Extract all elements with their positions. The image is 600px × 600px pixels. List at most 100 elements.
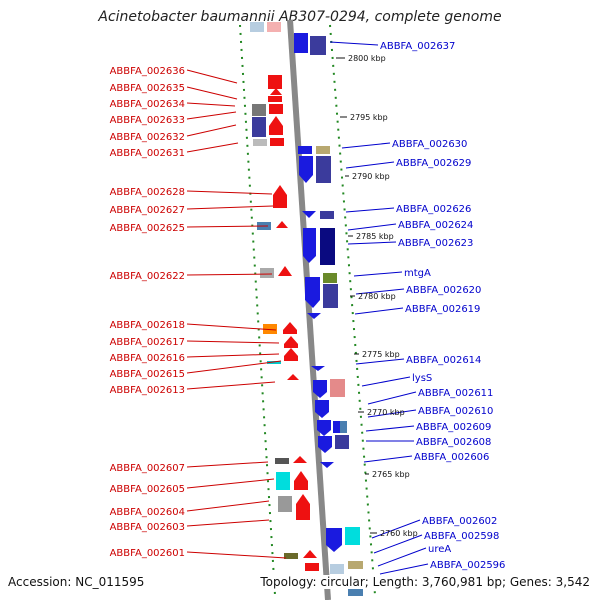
gene-block[interactable] — [268, 75, 282, 89]
gene-label-left[interactable]: ABBFA_002615 — [110, 369, 185, 380]
gene-block[interactable] — [298, 146, 312, 154]
gene-block[interactable] — [323, 273, 337, 283]
gene-block[interactable] — [268, 96, 282, 102]
gene-label-left[interactable]: ABBFA_002613 — [110, 385, 185, 396]
gene-label-left[interactable]: ABBFA_002636 — [110, 66, 185, 77]
gene-arrow[interactable] — [299, 156, 313, 183]
gene-arrow[interactable] — [276, 221, 288, 228]
gene-block[interactable] — [323, 284, 338, 308]
gene-label-right[interactable]: ABBFA_002596 — [430, 560, 505, 571]
gene-block[interactable] — [320, 228, 335, 265]
gene-label-right[interactable]: ABBFA_002614 — [406, 355, 481, 366]
gene-block[interactable] — [294, 33, 308, 53]
gene-block[interactable] — [276, 472, 290, 490]
gene-label-left[interactable]: ABBFA_002628 — [110, 187, 185, 198]
gene-label-right[interactable]: ABBFA_002606 — [414, 452, 489, 463]
gene-block[interactable] — [320, 211, 334, 219]
gene-block[interactable] — [269, 104, 283, 114]
gene-label-left[interactable]: ABBFA_002632 — [110, 132, 185, 143]
gene-arrow[interactable] — [270, 88, 282, 95]
gene-block[interactable] — [252, 104, 266, 116]
gene-arrow[interactable] — [287, 374, 299, 380]
gene-block[interactable] — [330, 564, 344, 574]
gene-block[interactable] — [335, 435, 349, 449]
gene-label-left[interactable]: ABBFA_002605 — [110, 484, 185, 495]
gene-block[interactable] — [250, 22, 264, 32]
gene-arrow[interactable] — [283, 322, 297, 334]
gene-arrow[interactable] — [320, 462, 334, 468]
gene-label-right[interactable]: ABBFA_002598 — [424, 531, 499, 542]
gene-arrow[interactable] — [293, 456, 307, 463]
gene-block[interactable] — [284, 553, 298, 559]
gene-block[interactable] — [345, 527, 360, 545]
gene-label-left[interactable]: ABBFA_002634 — [110, 99, 185, 110]
gene-label-right[interactable]: ABBFA_002609 — [416, 422, 491, 433]
gene-block[interactable] — [340, 421, 347, 433]
gene-label-left[interactable]: ABBFA_002601 — [110, 548, 185, 559]
gene-label-right[interactable]: ABBFA_002626 — [396, 204, 471, 215]
gene-label-left[interactable]: ABBFA_002604 — [110, 507, 185, 518]
gene-label-left[interactable]: ABBFA_002635 — [110, 83, 185, 94]
gene-arrow[interactable] — [278, 266, 292, 276]
gene-label-right[interactable]: ABBFA_002624 — [398, 220, 473, 231]
gene-label-left[interactable]: ABBFA_002631 — [110, 148, 185, 159]
gene-block[interactable] — [310, 36, 326, 55]
gene-block[interactable] — [252, 117, 266, 137]
gene-block[interactable] — [316, 146, 330, 154]
label-leader-line — [355, 288, 405, 295]
gene-label-right[interactable]: ABBFA_002630 — [392, 139, 467, 150]
gene-arrow[interactable] — [305, 277, 320, 308]
gene-arrow[interactable] — [303, 550, 317, 558]
gene-block[interactable] — [270, 138, 284, 146]
gene-arrow[interactable] — [273, 185, 287, 208]
gene-block[interactable] — [253, 139, 267, 146]
gene-label-right[interactable]: ABBFA_002608 — [416, 437, 491, 448]
gene-arrow[interactable] — [326, 528, 342, 552]
gene-block[interactable] — [260, 268, 274, 278]
gene-block[interactable] — [275, 458, 289, 464]
gene-label-left[interactable]: ABBFA_002617 — [110, 337, 185, 348]
gene-label-left[interactable]: ABBFA_002627 — [110, 205, 185, 216]
gene-label-right[interactable]: ABBFA_002623 — [398, 238, 473, 249]
gene-block[interactable] — [348, 561, 363, 569]
gene-label-right[interactable]: ABBFA_002619 — [405, 304, 480, 315]
gene-arrow[interactable] — [315, 400, 329, 418]
gene-block[interactable] — [263, 324, 277, 334]
gene-label-right[interactable]: ABBFA_002620 — [406, 285, 481, 296]
label-leader-line — [186, 69, 238, 84]
gene-label-left[interactable]: ABBFA_002607 — [110, 463, 185, 474]
gene-arrow[interactable] — [294, 471, 308, 490]
gene-label-right[interactable]: lysS — [412, 373, 432, 384]
gene-arrow[interactable] — [307, 313, 321, 319]
gene-label-right[interactable]: ABBFA_002602 — [422, 516, 497, 527]
gene-label-left[interactable]: ABBFA_002625 — [110, 223, 185, 234]
gene-block[interactable] — [330, 379, 345, 397]
gene-label-left[interactable]: ABBFA_002633 — [110, 115, 185, 126]
gene-label-right[interactable]: ABBFA_002637 — [380, 41, 455, 52]
gene-block[interactable] — [267, 361, 281, 364]
gene-label-left[interactable]: ABBFA_002616 — [110, 353, 185, 364]
gene-arrow[interactable] — [311, 366, 325, 371]
gene-label-right[interactable]: ABBFA_002610 — [418, 406, 493, 417]
gene-label-left[interactable]: ABBFA_002618 — [110, 320, 185, 331]
gene-arrow[interactable] — [303, 228, 316, 263]
gene-block[interactable] — [267, 22, 281, 32]
gene-block[interactable] — [278, 496, 292, 512]
gene-label-right[interactable]: ABBFA_002629 — [396, 158, 471, 169]
gene-arrow[interactable] — [284, 336, 298, 348]
gene-block[interactable] — [316, 156, 331, 183]
gene-label-left[interactable]: ABBFA_002603 — [110, 522, 185, 533]
gene-arrow[interactable] — [284, 348, 298, 361]
gene-arrow[interactable] — [313, 380, 327, 398]
gene-block[interactable] — [305, 563, 319, 571]
gene-label-right[interactable]: mtgA — [404, 268, 431, 279]
gene-label-left[interactable]: ABBFA_002622 — [110, 271, 185, 282]
gene-arrow[interactable] — [317, 420, 331, 436]
gene-label-right[interactable]: ureA — [428, 544, 451, 555]
gene-arrow[interactable] — [296, 494, 310, 520]
gene-arrow[interactable] — [269, 116, 283, 135]
gene-arrow[interactable] — [302, 211, 316, 218]
gene-label-right[interactable]: ABBFA_002611 — [418, 388, 493, 399]
gene-arrow[interactable] — [318, 436, 332, 453]
